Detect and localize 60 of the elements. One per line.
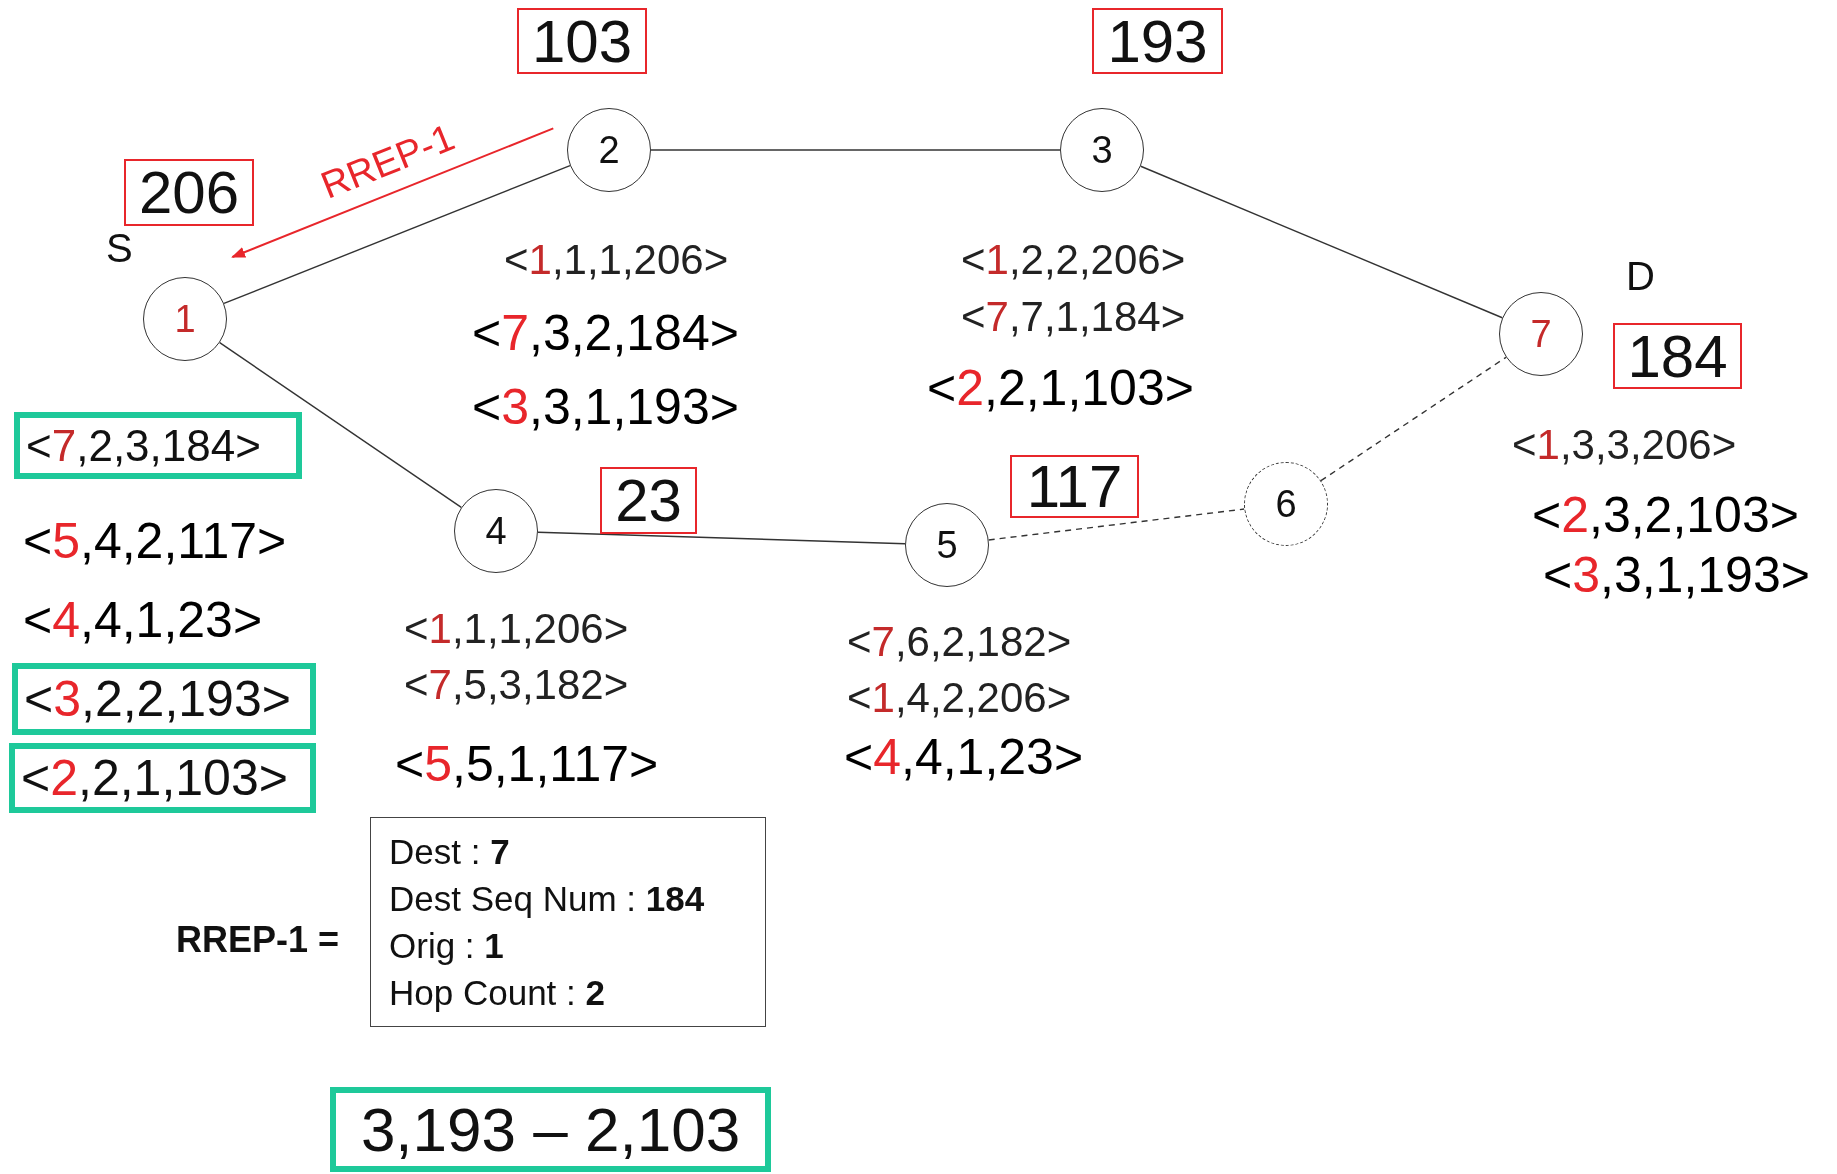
route-entry: <1,3,3,206> [1512,424,1737,466]
sequence-number-box [1010,455,1139,518]
route-entry: <4,4,1,23> [844,732,1084,782]
message-arrow [231,127,555,259]
field-text: Hop Count : 2 [389,972,605,1014]
route-entry: <7,7,1,184> [961,296,1186,338]
route-entry: <3,3,1,193> [472,382,739,432]
sequence-number-box [124,159,254,226]
link-line [1140,165,1503,319]
route-entry: <5,5,1,117> [395,739,659,789]
route-entry: <1,1,1,206> [504,239,729,281]
node-role-label: D [1626,256,1655,296]
route-entry: <2,2,1,103> [21,749,288,807]
route-entry: <1,4,2,206> [847,677,1072,719]
highlighted-route-entry [14,412,302,479]
link-line [219,341,462,509]
sequence-number: 103 [531,6,633,76]
field-text: Dest Seq Num : 184 [389,878,705,920]
field-text: Orig : 1 [389,925,504,967]
link-line [223,164,571,305]
message-fields-box [370,817,766,1027]
highlighted-route-entry [9,743,316,813]
link-line [537,531,906,545]
sequence-number: 117 [1026,452,1123,521]
node-number: 5 [936,523,958,567]
sequence-number-box [517,8,647,74]
route-entry: <1,1,1,206> [404,608,629,650]
sequence-number: 206 [138,158,240,227]
route-entry: <5,4,2,117> [23,516,287,566]
sequence-number-box [600,467,697,534]
node-number: 6 [1275,482,1297,526]
node-number: 7 [1530,312,1552,356]
sequence-number-box [1092,8,1223,74]
route-entry: <7,2,3,184> [26,420,261,471]
sequence-number: 184 [1627,321,1728,391]
field-text: Dest : 7 [389,831,510,873]
result-box [330,1087,771,1172]
highlighted-route-entry [12,663,316,735]
route-entry: <4,4,1,23> [23,595,263,645]
link-line [650,149,1061,151]
link-line [988,508,1245,541]
link-line [1320,356,1507,482]
node-role-label: S [106,228,133,268]
node-number: 4 [485,509,507,553]
sequence-number-box [1613,323,1742,389]
sequence-number: 3,193 – 2,103 [360,1094,741,1165]
route-entry: <7,3,2,184> [472,308,739,358]
node-number: 2 [598,128,620,172]
sequence-number: 23 [615,466,682,535]
node-number: 1 [174,297,196,341]
route-entry: <2,2,1,103> [927,363,1194,413]
route-entry: <7,6,2,182> [847,621,1072,663]
route-entry: <3,3,1,193> [1543,550,1810,600]
node-number: 3 [1091,128,1113,172]
route-entry: <3,2,2,193> [24,670,291,728]
sequence-number: 193 [1107,6,1208,76]
route-entry: <2,3,2,103> [1532,490,1799,540]
message-name: RREP-1 = [176,922,340,958]
route-entry: <7,5,3,182> [404,664,629,706]
route-entry: <1,2,2,206> [961,239,1186,281]
